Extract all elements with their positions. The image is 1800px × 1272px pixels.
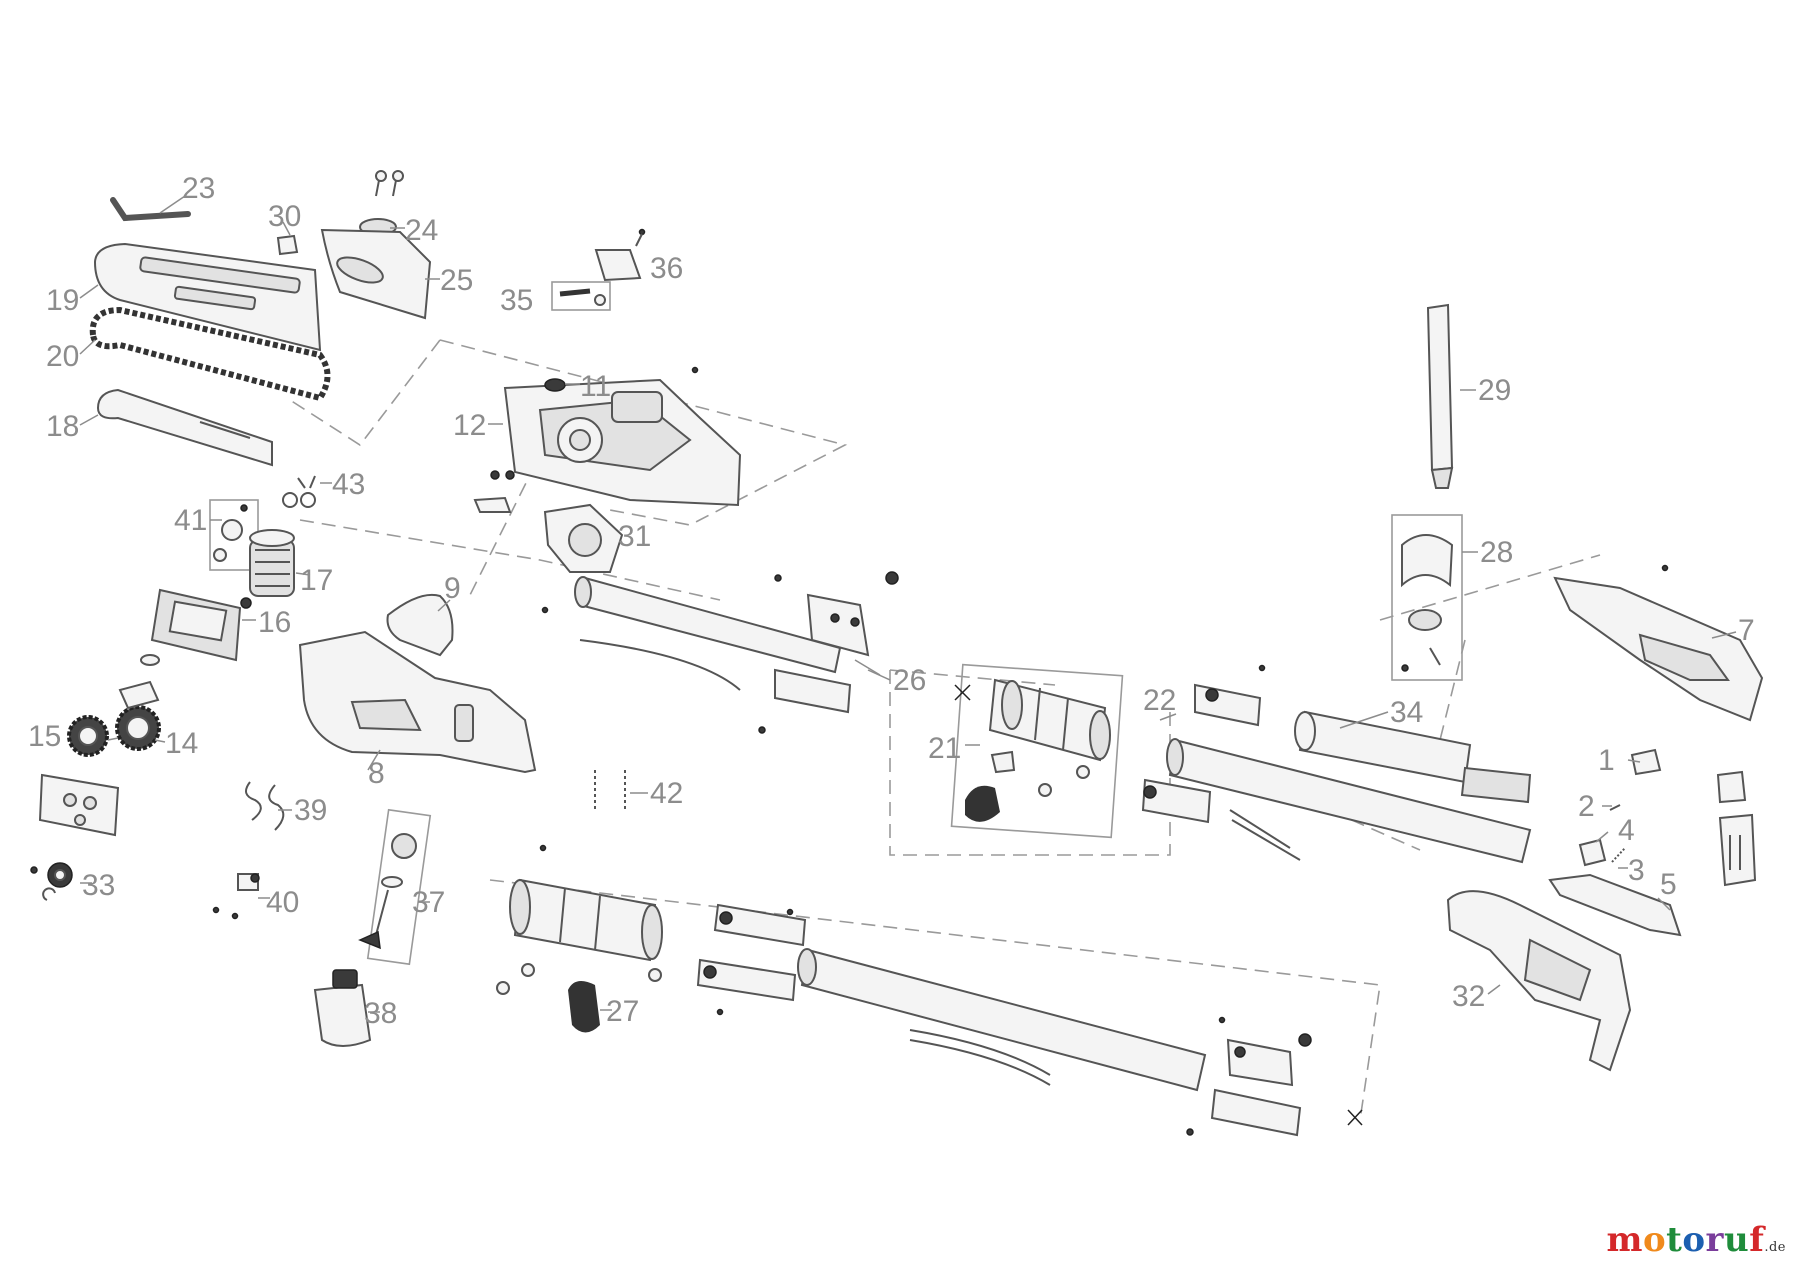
motoruf-logo: motoruf.de: [1606, 1220, 1786, 1260]
part-36-bracket: [594, 228, 646, 282]
callout-11: 11: [580, 370, 611, 403]
part-14-drive-gear: [115, 654, 161, 751]
callout-32: 32: [1452, 980, 1485, 1013]
callout-22: 22: [1143, 684, 1176, 717]
part-3-spring: [1611, 847, 1626, 863]
part-5-trigger: [1548, 873, 1682, 937]
logo-suffix: .de: [1764, 1240, 1786, 1255]
callout-27: 27: [606, 995, 639, 1028]
callout-17: 17: [300, 564, 333, 597]
callout-12: 12: [453, 409, 486, 442]
middle-tube: [1166, 738, 1532, 864]
callout-38: 38: [364, 997, 397, 1030]
part-19-bar-cover: [93, 242, 322, 352]
callout-14: 14: [165, 727, 198, 760]
part-33-gear-housing: [30, 773, 120, 901]
callout-43: 43: [332, 468, 365, 501]
part-15-large-gear: [67, 715, 109, 757]
callout-5: 5: [1660, 868, 1677, 901]
callout-numbers: 23 30 24 25 19 20 18 35 36 11 12 43 41 3…: [28, 172, 1755, 1030]
callout-9: 9: [444, 572, 461, 605]
part-23-hex-key: [110, 197, 191, 222]
callout-25: 25: [440, 264, 473, 297]
callout-8: 8: [368, 757, 385, 790]
callout-21: 21: [928, 732, 961, 765]
part-35-screw: [551, 281, 611, 311]
part-40-switch: [212, 873, 260, 920]
callout-39: 39: [294, 794, 327, 827]
callout-34: 34: [1390, 696, 1423, 729]
part-29-battery-pack: [1426, 303, 1454, 489]
part-43-springs: [282, 475, 316, 508]
part-37-oil-cap: [358, 808, 432, 966]
part-26-upper-tube-assembly: [574, 571, 899, 734]
part-1-switch-cover: [1630, 748, 1662, 776]
part-24-screws-knob: [359, 170, 404, 236]
callout-3: 3: [1628, 854, 1645, 887]
part-39-wire-clips: [245, 781, 285, 831]
callout-24: 24: [405, 214, 438, 247]
logo-letters: motoruf: [1606, 1220, 1765, 1260]
lower-tube-assembly: [696, 903, 1363, 1137]
callout-37: 37: [412, 886, 445, 919]
callout-16: 16: [258, 606, 291, 639]
callout-31: 31: [618, 520, 651, 553]
callout-36: 36: [650, 252, 683, 285]
callout-42: 42: [650, 777, 683, 810]
part-11-grommet: [544, 378, 566, 392]
part-31-gasket-plate: [473, 496, 624, 614]
callout-7: 7: [1738, 614, 1755, 647]
callout-26: 26: [893, 664, 926, 697]
callout-29: 29: [1478, 374, 1511, 407]
part-27-lower-coupling: [496, 844, 663, 1033]
callout-18: 18: [46, 410, 79, 443]
callout-33: 33: [82, 869, 115, 902]
callout-4: 4: [1618, 814, 1635, 847]
part-4-trigger-lock: [1578, 838, 1607, 867]
callout-23: 23: [182, 172, 215, 205]
callout-1: 1: [1598, 744, 1615, 777]
part-7-handle-half: [1553, 564, 1764, 722]
part-28-strap-hook: [1391, 514, 1463, 681]
callout-20: 20: [46, 340, 79, 373]
callout-41: 41: [174, 504, 207, 537]
leader-lines: [79, 195, 1737, 1013]
part-9-top-cover: [386, 593, 454, 657]
callout-35: 35: [500, 284, 533, 317]
part-21-coupling-box: [950, 663, 1124, 839]
part-17-electric-motor: [249, 529, 295, 597]
callout-15: 15: [28, 720, 61, 753]
part-34-foam-grip: [1294, 710, 1532, 804]
part-8-housing-shell: [298, 630, 537, 774]
part-42-springs: [594, 770, 626, 810]
part-25-sprocket-cover: [320, 228, 432, 320]
part-2-pin: [1609, 804, 1621, 811]
part-22-tube-connector: [1141, 664, 1301, 861]
part-38-oil-bottle: [313, 969, 372, 1047]
callout-30: 30: [268, 200, 301, 233]
callout-2: 2: [1578, 790, 1595, 823]
part-18-guide-bar: [96, 388, 273, 467]
callout-40: 40: [266, 886, 299, 919]
part-30-label: [276, 234, 299, 256]
callout-19: 19: [46, 284, 79, 317]
callout-28: 28: [1480, 536, 1513, 569]
part-16-motor-bracket: [150, 588, 252, 662]
part-switch-module: [1716, 770, 1757, 887]
part-12-motor-housing: [490, 366, 742, 507]
part-32-rear-handle: [1446, 890, 1632, 1072]
